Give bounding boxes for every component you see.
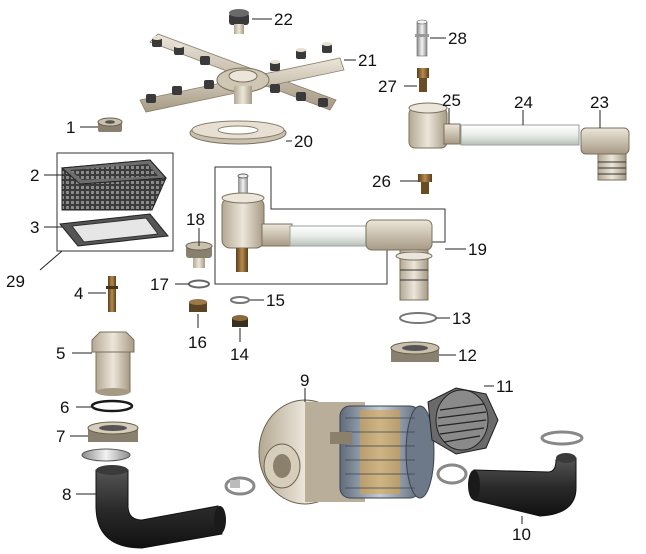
label-3: 3 [30, 218, 39, 237]
part-18-fitting [185, 241, 213, 268]
part-25-tee-fitting [408, 102, 461, 149]
label-8: 8 [62, 485, 71, 504]
label-15: 15 [266, 291, 285, 310]
part-13-washer [399, 312, 437, 324]
part-20-ring-plate [189, 120, 287, 145]
label-23: 23 [590, 93, 609, 112]
part-27-connector [417, 68, 429, 92]
part-28-spindle [415, 19, 429, 57]
part-10-hose [436, 430, 584, 517]
part-16-nut [189, 299, 207, 312]
label-9: 9 [300, 371, 309, 390]
label-21: 21 [358, 51, 377, 70]
label-17: 17 [150, 275, 169, 294]
label-12: 12 [458, 346, 477, 365]
part-15-washer [230, 296, 250, 304]
part-14-nut [232, 315, 248, 327]
label-13: 13 [452, 309, 471, 328]
part-9-pump-motor [258, 399, 435, 505]
part-8-hose [81, 448, 256, 549]
label-19: 19 [468, 240, 487, 259]
part-4-shaft [106, 276, 118, 312]
label-27: 27 [378, 77, 397, 96]
part-5-housing [91, 331, 135, 396]
label-7: 7 [56, 427, 65, 446]
label-14: 14 [230, 345, 249, 364]
part-1-nut [97, 117, 123, 132]
label-1: 1 [66, 118, 75, 137]
label-18: 18 [186, 210, 205, 229]
callout-labels: 22 21 28 27 25 24 23 1 20 2 26 18 3 19 2… [6, 10, 609, 544]
label-25: 25 [442, 91, 461, 110]
part-12-large-nut [390, 341, 440, 362]
part-19-manifold [221, 173, 433, 301]
label-28: 28 [448, 29, 467, 48]
part-23-elbow-fitting [580, 127, 630, 181]
label-26: 26 [372, 172, 391, 191]
label-4: 4 [74, 284, 83, 303]
label-6: 6 [60, 398, 69, 417]
label-24: 24 [514, 93, 533, 112]
label-16: 16 [188, 333, 207, 352]
label-2: 2 [30, 166, 39, 185]
label-22: 22 [274, 10, 293, 29]
part-2-filter-basket [60, 159, 168, 211]
label-5: 5 [56, 344, 65, 363]
label-11: 11 [496, 377, 514, 396]
part-7-ring-nut [87, 421, 139, 442]
label-10: 10 [512, 525, 531, 544]
part-24-pipe [460, 124, 580, 146]
label-20: 20 [294, 132, 313, 151]
part-3-filter-frame [59, 213, 169, 247]
part-6-o-ring [90, 399, 134, 413]
part-26-nipple [418, 174, 432, 194]
part-17-washer [188, 279, 210, 289]
label-29: 29 [6, 272, 25, 291]
part-22-knob [229, 9, 249, 34]
part-21-wash-arm [139, 33, 345, 113]
part-11-fan-cover [427, 387, 499, 455]
